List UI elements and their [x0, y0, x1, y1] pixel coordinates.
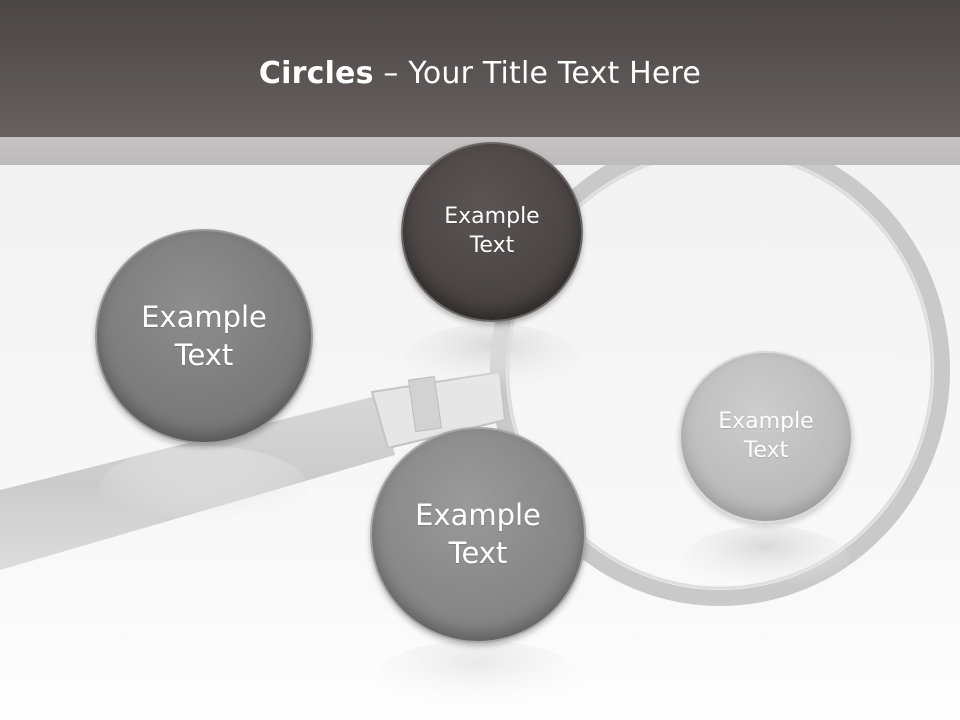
circle-bottom-label: Example Text: [415, 498, 541, 570]
circle-right-label: Example Text: [718, 409, 814, 463]
circle-bottom: Example Text: [370, 427, 586, 643]
circle-left-label: Example Text: [141, 299, 267, 372]
reflection-4: [682, 526, 850, 594]
circle-left: Example Text: [95, 229, 313, 444]
title-rest: – Your Title Text Here: [373, 56, 702, 91]
reflection-2: [404, 324, 580, 396]
circle-top-label: Example Text: [444, 204, 540, 258]
slide-title: Circles – Your Title Text Here: [0, 52, 960, 96]
reflection-1: [100, 446, 308, 530]
circle-top: Example Text: [401, 142, 583, 322]
title-bar: [0, 0, 960, 137]
circle-right: Example Text: [679, 351, 853, 523]
title-bold: Circles: [258, 56, 374, 91]
